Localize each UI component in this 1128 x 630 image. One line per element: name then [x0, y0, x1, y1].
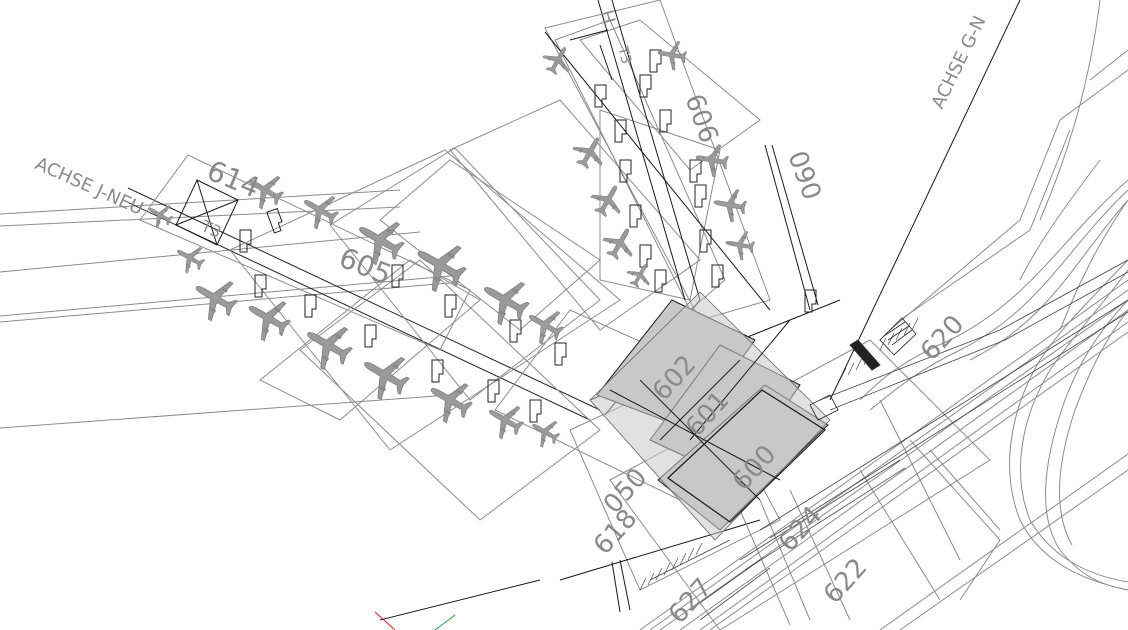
parking-structure — [809, 317, 917, 421]
zone-label-620: 620 — [915, 310, 971, 367]
terminal-label-t3-top: T3 — [614, 44, 634, 66]
zone-label-622: 622 — [818, 553, 874, 610]
road-network — [639, 0, 1128, 630]
stand-area-outlines — [139, 0, 991, 630]
platform-hatching — [639, 317, 919, 591]
approach-lines — [0, 187, 601, 429]
zone-label-627: 627 — [663, 573, 719, 630]
coordinate-marker — [374, 611, 456, 630]
axis-label-j-new: ACHSE J-NEU — [32, 153, 146, 219]
axis-label-h: H — [595, 8, 619, 27]
zone-label-605: 605 — [334, 241, 396, 292]
terminal-zones — [589, 291, 831, 541]
axis-label-g-new: ACHSE G-N — [928, 13, 991, 113]
zone-label-090: 090 — [781, 147, 826, 204]
zone-label-614: 614 — [202, 154, 264, 205]
pier-buildings — [175, 44, 613, 246]
rail-tracks — [649, 259, 1128, 621]
zone-label-618: 618 — [588, 504, 644, 561]
